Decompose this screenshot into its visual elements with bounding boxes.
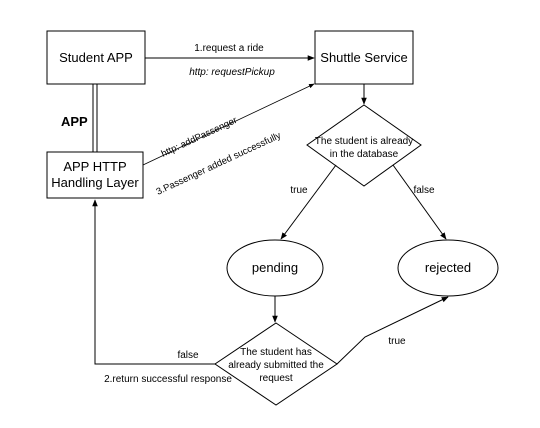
http-layer-label-line1: APP HTTP xyxy=(63,159,126,174)
decision-db-label-line1: The student is already xyxy=(315,136,413,147)
submitted-false-label: false xyxy=(177,350,199,361)
decision-submitted-diamond xyxy=(214,322,338,406)
rejected-ellipse xyxy=(397,239,499,297)
return-success-label: 2.return successful response xyxy=(104,374,232,385)
edge-add-passenger xyxy=(142,83,315,166)
http-layer-label-line2: Handling Layer xyxy=(51,175,139,190)
edge-db-false xyxy=(392,164,447,240)
edge-db-true xyxy=(280,164,337,240)
decision-db-label-line2: in the database xyxy=(330,149,399,160)
student-app-label: Student APP xyxy=(59,50,133,65)
db-false-label: false xyxy=(413,185,435,196)
decision-submitted-label-line3: request xyxy=(259,373,293,384)
db-true-label: true xyxy=(290,185,308,196)
passenger-added-label: 3.Passenger added successfully xyxy=(155,130,283,198)
http-layer-box xyxy=(46,151,144,199)
request-ride-label: 1.request a ride xyxy=(194,43,264,54)
pending-label: pending xyxy=(252,260,298,275)
decision-submitted-label-line1: The student has xyxy=(240,347,312,358)
shuttle-service-label: Shuttle Service xyxy=(320,50,407,65)
student-app-box xyxy=(46,30,146,85)
shuttle-service-box xyxy=(314,30,414,85)
request-pickup-label: http: requestPickup xyxy=(189,67,275,78)
edge-submitted-true xyxy=(336,296,449,365)
rejected-label: rejected xyxy=(425,260,471,275)
decision-db-diamond xyxy=(306,104,422,187)
decision-submitted-label-line2: already submitted the xyxy=(228,360,324,371)
edge-submitted-false xyxy=(92,199,215,365)
app-label: APP xyxy=(61,114,88,129)
submitted-true-label: true xyxy=(388,336,406,347)
